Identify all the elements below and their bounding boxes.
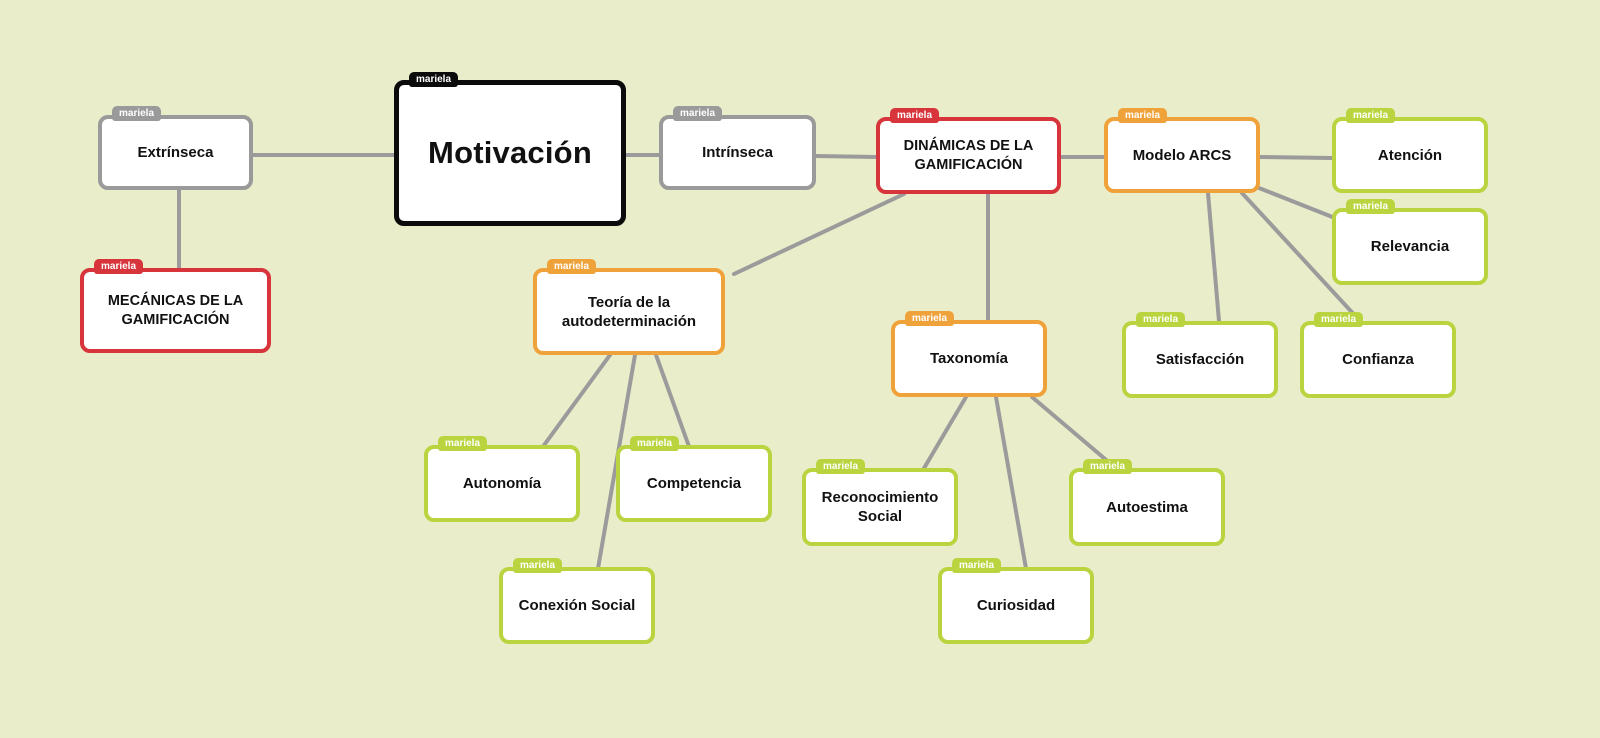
edge-intrinseca-dinamicas: [814, 154, 878, 159]
node-modelo-arcs[interactable]: mariela Modelo ARCS: [1104, 108, 1260, 193]
edge-teoria-autonomia: [537, 353, 612, 454]
node-mecanicas-gamificacion[interactable]: mariela MECÁNICAS DE LA GAMIFICACIÓN: [80, 259, 271, 353]
node-label: Relevancia: [1370, 238, 1450, 255]
node-label: MECÁNICAS DE LA GAMIFICACIÓN: [107, 292, 244, 328]
author-tag: mariela: [1314, 312, 1364, 327]
node-autoestima[interactable]: mariela Autoestima: [1069, 459, 1225, 546]
author-tag: mariela: [513, 558, 563, 573]
author-tag: mariela: [438, 436, 488, 451]
author-tag: mariela: [816, 459, 866, 474]
author-tag: mariela: [952, 558, 1002, 573]
author-tag: mariela: [1136, 312, 1186, 327]
node-teoria-autodeterminacion[interactable]: mariela Teoría de la autodeterminación: [533, 259, 725, 355]
edge-arcs-satisfaccion: [1206, 191, 1221, 323]
node-label: Extrínseca: [137, 144, 214, 161]
author-tag: mariela: [1346, 108, 1396, 123]
node-label: Curiosidad: [976, 597, 1056, 614]
node-reconocimiento-social[interactable]: mariela Reconocimiento Social: [802, 459, 958, 546]
node-label: Intrínseca: [702, 144, 773, 161]
node-conexion-social[interactable]: mariela Conexión Social: [499, 558, 655, 644]
author-tag: mariela: [112, 106, 162, 121]
author-tag: mariela: [673, 106, 723, 121]
edge-taxonomia-reconocimiento: [918, 395, 968, 477]
node-label: Conexión Social: [518, 597, 636, 614]
node-label: Motivación: [428, 135, 592, 170]
node-competencia[interactable]: mariela Competencia: [616, 436, 772, 522]
node-label: Satisfacción: [1155, 351, 1245, 368]
author-tag: mariela: [630, 436, 680, 451]
author-tag: mariela: [1346, 199, 1396, 214]
author-tag: mariela: [547, 259, 597, 274]
node-extrinseca[interactable]: mariela Extrínseca: [98, 106, 253, 190]
node-label: Taxonomía: [929, 350, 1009, 367]
node-dinamicas-gamificacion[interactable]: mariela DINÁMICAS DE LA GAMIFICACIÓN: [876, 108, 1061, 194]
node-relevancia[interactable]: mariela Relevancia: [1332, 199, 1488, 285]
edge-dinamicas-teoria: [732, 192, 906, 276]
node-label: Modelo ARCS: [1132, 146, 1232, 164]
edge-arcs-relevancia: [1252, 184, 1342, 222]
author-tag: mariela: [890, 108, 940, 123]
node-autonomia[interactable]: mariela Autonomía: [424, 436, 580, 522]
node-satisfaccion[interactable]: mariela Satisfacción: [1122, 312, 1278, 398]
node-label: Atención: [1377, 146, 1443, 164]
author-tag: mariela: [94, 259, 144, 274]
node-atencion[interactable]: mariela Atención: [1332, 108, 1488, 193]
author-tag: mariela: [1118, 108, 1168, 123]
author-tag: mariela: [1083, 459, 1133, 474]
author-tag: mariela: [409, 72, 459, 87]
author-tag: mariela: [905, 311, 955, 326]
edge-teoria-conexion: [594, 353, 637, 582]
node-curiosidad[interactable]: mariela Curiosidad: [938, 558, 1094, 644]
edge-taxonomia-autoestima: [1030, 395, 1120, 472]
node-label: Autoestima: [1106, 498, 1188, 516]
node-label: Competencia: [646, 475, 742, 492]
node-label: Confianza: [1342, 351, 1414, 368]
edge-teoria-competencia: [654, 353, 693, 454]
node-label: Autonomía: [462, 475, 542, 492]
node-taxonomia[interactable]: mariela Taxonomía: [891, 311, 1047, 397]
edge-arcs-atencion: [1258, 155, 1334, 160]
node-intrinseca[interactable]: mariela Intrínseca: [659, 106, 816, 190]
node-label: Reconocimiento Social: [821, 489, 939, 525]
node-label: Teoría de la autodeterminación: [561, 293, 697, 330]
edge-taxonomia-curiosidad: [994, 395, 1030, 582]
edge-arcs-confianza: [1240, 191, 1362, 323]
node-motivacion-root[interactable]: mariela Motivación: [394, 72, 626, 226]
node-confianza[interactable]: mariela Confianza: [1300, 312, 1456, 398]
node-label: DINÁMICAS DE LA GAMIFICACIÓN: [903, 137, 1034, 173]
